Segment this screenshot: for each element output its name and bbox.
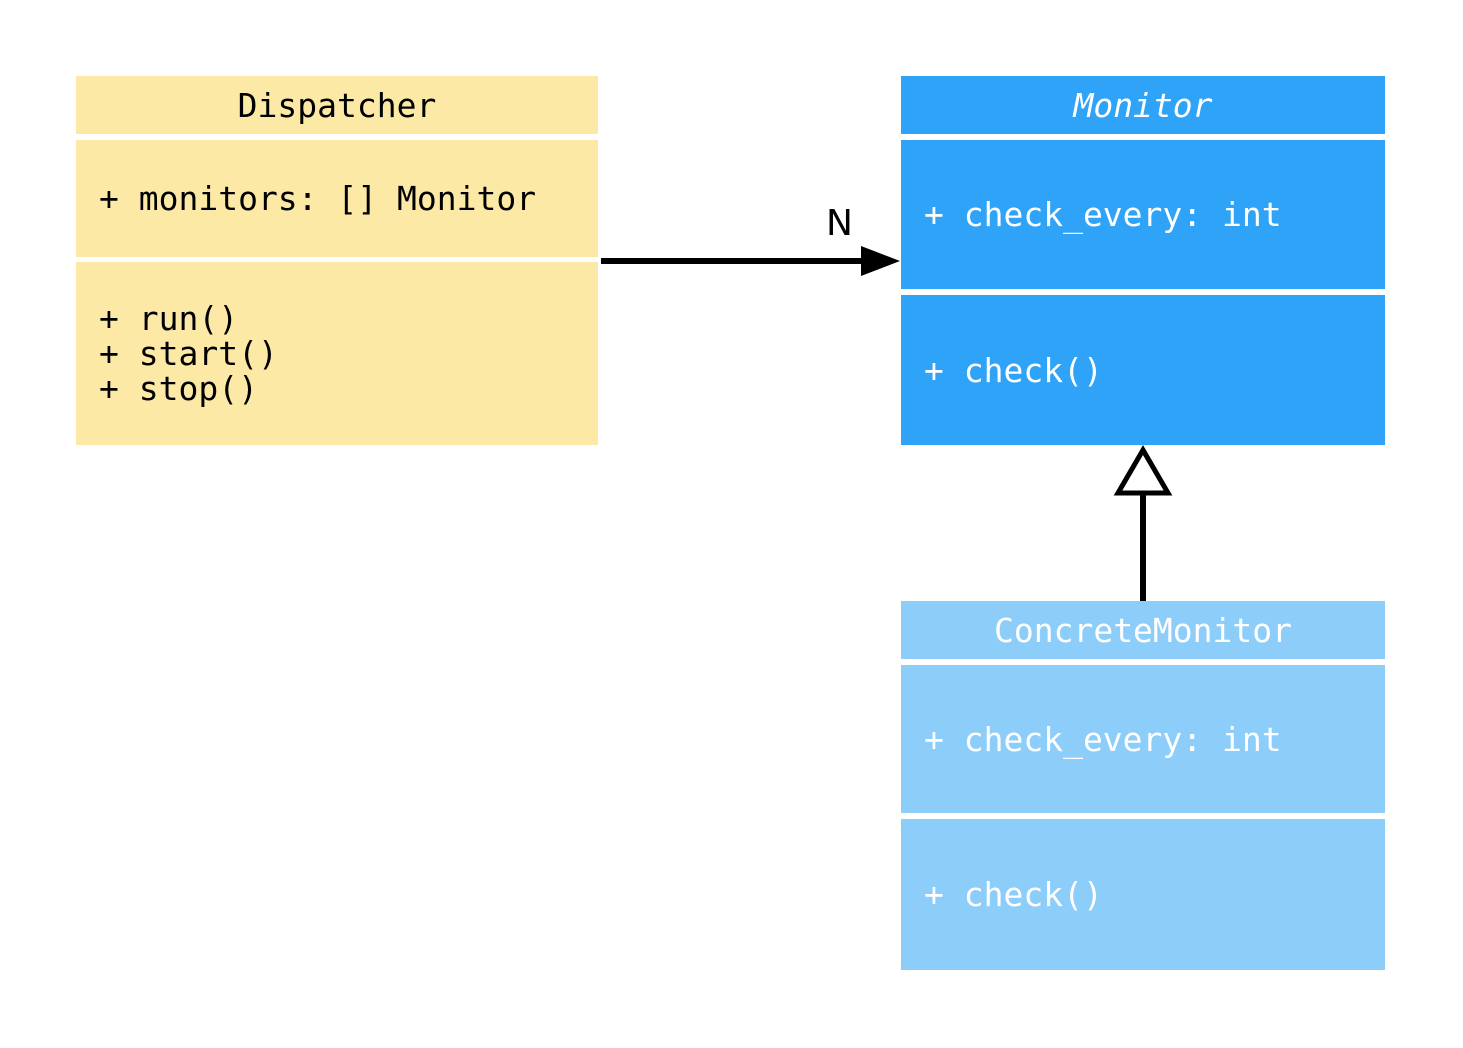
attribute-list: + monitors: [] Monitor — [76, 181, 536, 216]
association-arrowhead-icon — [861, 246, 900, 276]
class-title: ConcreteMonitor — [993, 610, 1292, 650]
attribute-line: + check_every: int — [924, 719, 1282, 759]
class-attributes-dispatcher: + monitors: [] Monitor — [76, 140, 598, 257]
association-multiplicity-label: N — [826, 203, 853, 244]
attribute-list: + check_every: int — [901, 722, 1282, 757]
method-line: + stop() — [99, 369, 258, 408]
class-box-concretemonitor: ConcreteMonitor + check_every: int + che… — [901, 601, 1385, 970]
class-header-dispatcher: Dispatcher — [76, 76, 598, 134]
class-title: Dispatcher — [237, 85, 437, 125]
method-line: + start() — [99, 334, 278, 373]
class-methods-concretemonitor: + check() — [901, 819, 1385, 970]
class-methods-monitor: + check() — [901, 295, 1385, 445]
class-header-concretemonitor: ConcreteMonitor — [901, 601, 1385, 659]
method-list: + check() — [901, 353, 1103, 388]
class-methods-dispatcher: + run() + start() + stop() — [76, 262, 598, 445]
attribute-line: + monitors: [] Monitor — [99, 179, 537, 218]
attribute-list: + check_every: int — [901, 197, 1282, 232]
method-line: + check() — [924, 875, 1103, 914]
method-list: + run() + start() + stop() — [76, 301, 278, 406]
class-header-monitor: Monitor — [901, 76, 1385, 134]
method-list: + check() — [901, 877, 1103, 912]
class-box-dispatcher: Dispatcher + monitors: [] Monitor + run(… — [76, 76, 598, 445]
inheritance-triangle-icon — [1113, 445, 1173, 496]
method-line: + run() — [99, 299, 239, 338]
class-attributes-monitor: + check_every: int — [901, 140, 1385, 289]
attribute-line: + check_every: int — [924, 195, 1282, 234]
class-box-monitor: Monitor + check_every: int + check() — [901, 76, 1385, 445]
class-attributes-concretemonitor: + check_every: int — [901, 665, 1385, 813]
class-title: Monitor — [1073, 85, 1213, 125]
method-line: + check() — [924, 350, 1103, 390]
